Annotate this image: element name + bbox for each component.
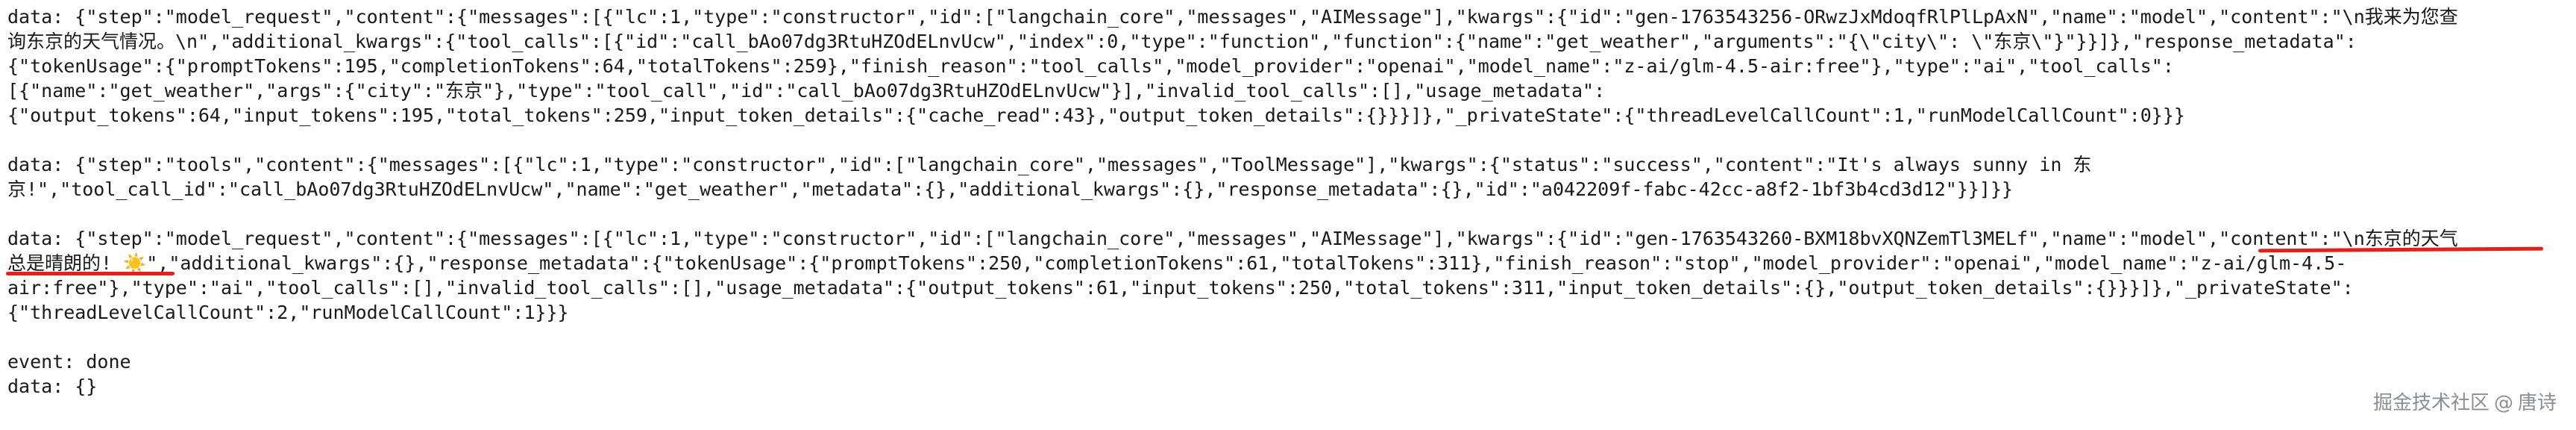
stream-line: 询东京的天气情况。\n","additional_kwargs":{"tool_… [7,31,2357,52]
stream-line: 总是晴朗的! ☀️","additional_kwargs":{},"respo… [7,252,2347,274]
stream-blank-line [7,325,2558,349]
watermark-separator: @ [2493,392,2513,414]
stream-line: data: {"step":"tools","content":{"messag… [7,154,2092,175]
watermark-author: 唐诗 [2517,392,2557,414]
stream-line: air:free"},"type":"ai","tool_calls":[],"… [7,277,2354,299]
watermark: 掘金技术社区@唐诗 [2373,387,2557,415]
stream-line: 京!","tool_call_id":"call_bAo07dg3RtuHZOd… [7,178,2014,200]
stream-line: [{"name":"get_weather","args":{"city":"东… [7,80,1606,102]
stream-blank-line [7,202,2558,226]
stream-line: {"tokenUsage":{"promptTokens":195,"compl… [7,55,2174,77]
stream-blank-line [7,128,2558,152]
sse-output: data: {"step":"model_request","content":… [7,4,2558,399]
watermark-site: 掘金技术社区 [2372,392,2489,414]
stream-line: data: {"step":"model_request","content":… [7,6,2458,28]
highlight-underline [6,272,175,275]
stream-line: data: {"step":"model_request","content":… [7,228,2458,249]
stream-line: {"output_tokens":64,"input_tokens":195,"… [7,105,2185,126]
stream-line: event: done [7,351,131,373]
stream-line: data: {} [7,376,98,397]
stream-line: {"threadLevelCallCount":2,"runModelCallC… [7,302,569,323]
